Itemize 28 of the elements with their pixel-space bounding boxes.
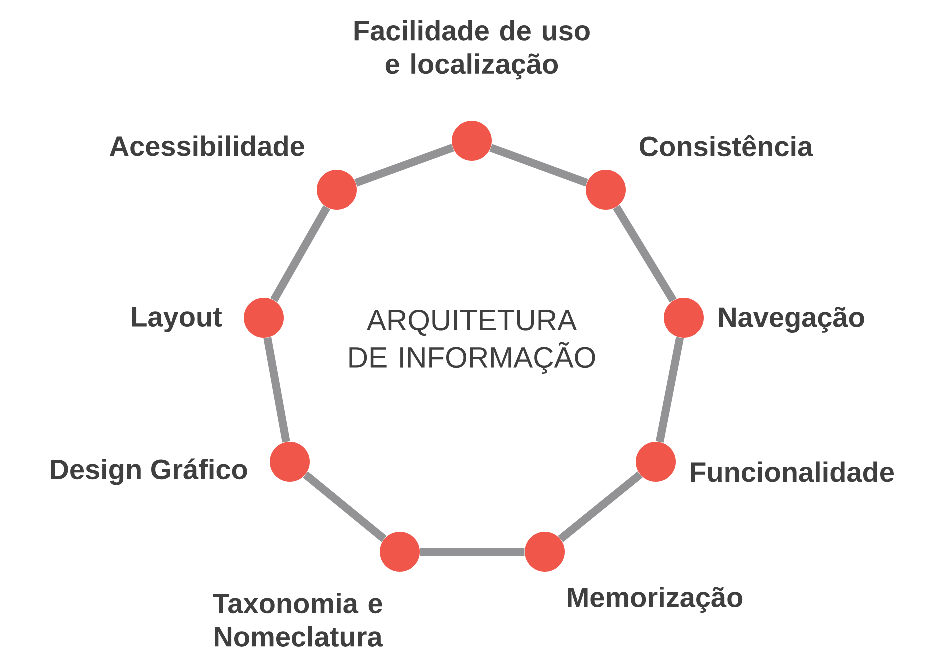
connector-line — [264, 337, 290, 443]
connector-line — [354, 144, 454, 187]
node-label: Facilidade de uso e localização — [354, 20, 590, 80]
node-label: Layout — [132, 307, 222, 333]
node-label: Acessibilidade — [110, 136, 304, 156]
dot — [664, 298, 704, 338]
connector-line — [656, 337, 684, 443]
dot — [380, 532, 420, 572]
dot — [586, 170, 626, 210]
node-label: Consistência — [640, 135, 814, 157]
center-title: ARQUITETURA DE INFORMAÇÃO — [350, 310, 596, 374]
connector-line — [558, 472, 643, 542]
dot — [317, 170, 357, 210]
connector-line — [303, 472, 387, 542]
dot — [525, 532, 565, 572]
connector-line — [420, 548, 525, 556]
dot — [270, 442, 310, 482]
dot — [452, 121, 492, 161]
connector-line — [270, 206, 330, 302]
dot — [636, 442, 676, 482]
connector-line — [613, 205, 677, 303]
node-label: Memorização — [568, 586, 743, 614]
node-label: Funcionalidade — [691, 462, 894, 482]
dot — [244, 298, 284, 338]
node-label: Design Gráfico — [51, 458, 248, 486]
node-label: Taxonomia e Nomeclatura — [213, 593, 383, 647]
node-label: Navegação — [719, 306, 864, 334]
connector-line — [490, 144, 588, 187]
